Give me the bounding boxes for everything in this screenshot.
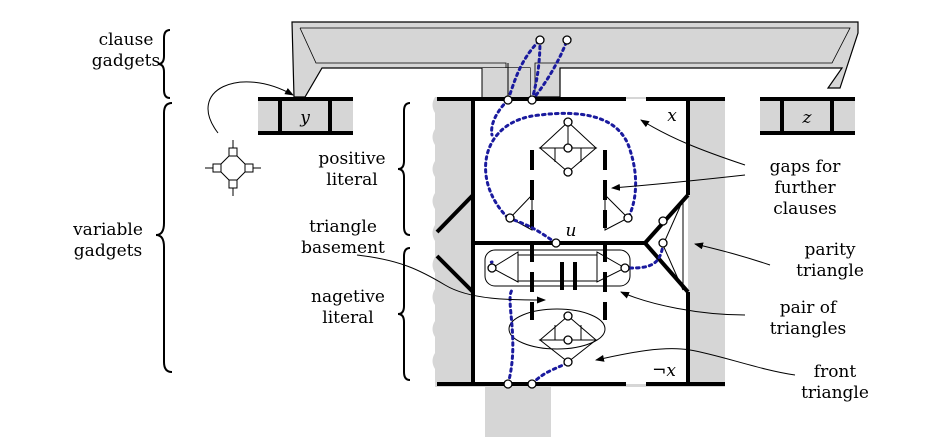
label-basement: basement	[301, 238, 385, 258]
label-triangle: triangle	[309, 217, 377, 237]
var-u: u	[566, 221, 577, 241]
label-literal-1: literal	[326, 170, 377, 190]
variable-corridor-z	[760, 97, 855, 135]
label-triangle-3: triangle	[801, 383, 869, 403]
clause-gadget	[291, 21, 859, 98]
label-clause: clause	[99, 30, 154, 50]
variable-gadget-x	[432, 35, 725, 437]
label-clauses: clauses	[773, 199, 837, 219]
variable-corridor-y	[258, 97, 353, 135]
label-gadgets-1: gadgets	[92, 51, 160, 71]
label-triangles: triangles	[770, 319, 847, 339]
var-x: x	[667, 106, 677, 126]
label-gaps-for: gaps for	[770, 157, 842, 177]
annotation-arrows	[207, 81, 796, 376]
label-variable: variable	[72, 220, 143, 240]
label-triangle-2: triangle	[796, 261, 864, 281]
label-gadgets-2: gadgets	[74, 241, 142, 261]
node-symbol-icon	[205, 140, 261, 196]
var-z: z	[802, 108, 813, 128]
label-literal-2: literal	[322, 308, 373, 328]
label-positive: positive	[318, 149, 385, 169]
label-front: front	[814, 362, 857, 382]
label-further: further	[774, 178, 836, 198]
label-parity: parity	[804, 240, 855, 260]
var-y: y	[299, 108, 310, 128]
var-not-x: ¬x	[652, 361, 676, 381]
label-pair-of: pair of	[780, 298, 838, 318]
label-nagetive: nagetive	[311, 287, 385, 307]
braces	[155, 29, 411, 381]
